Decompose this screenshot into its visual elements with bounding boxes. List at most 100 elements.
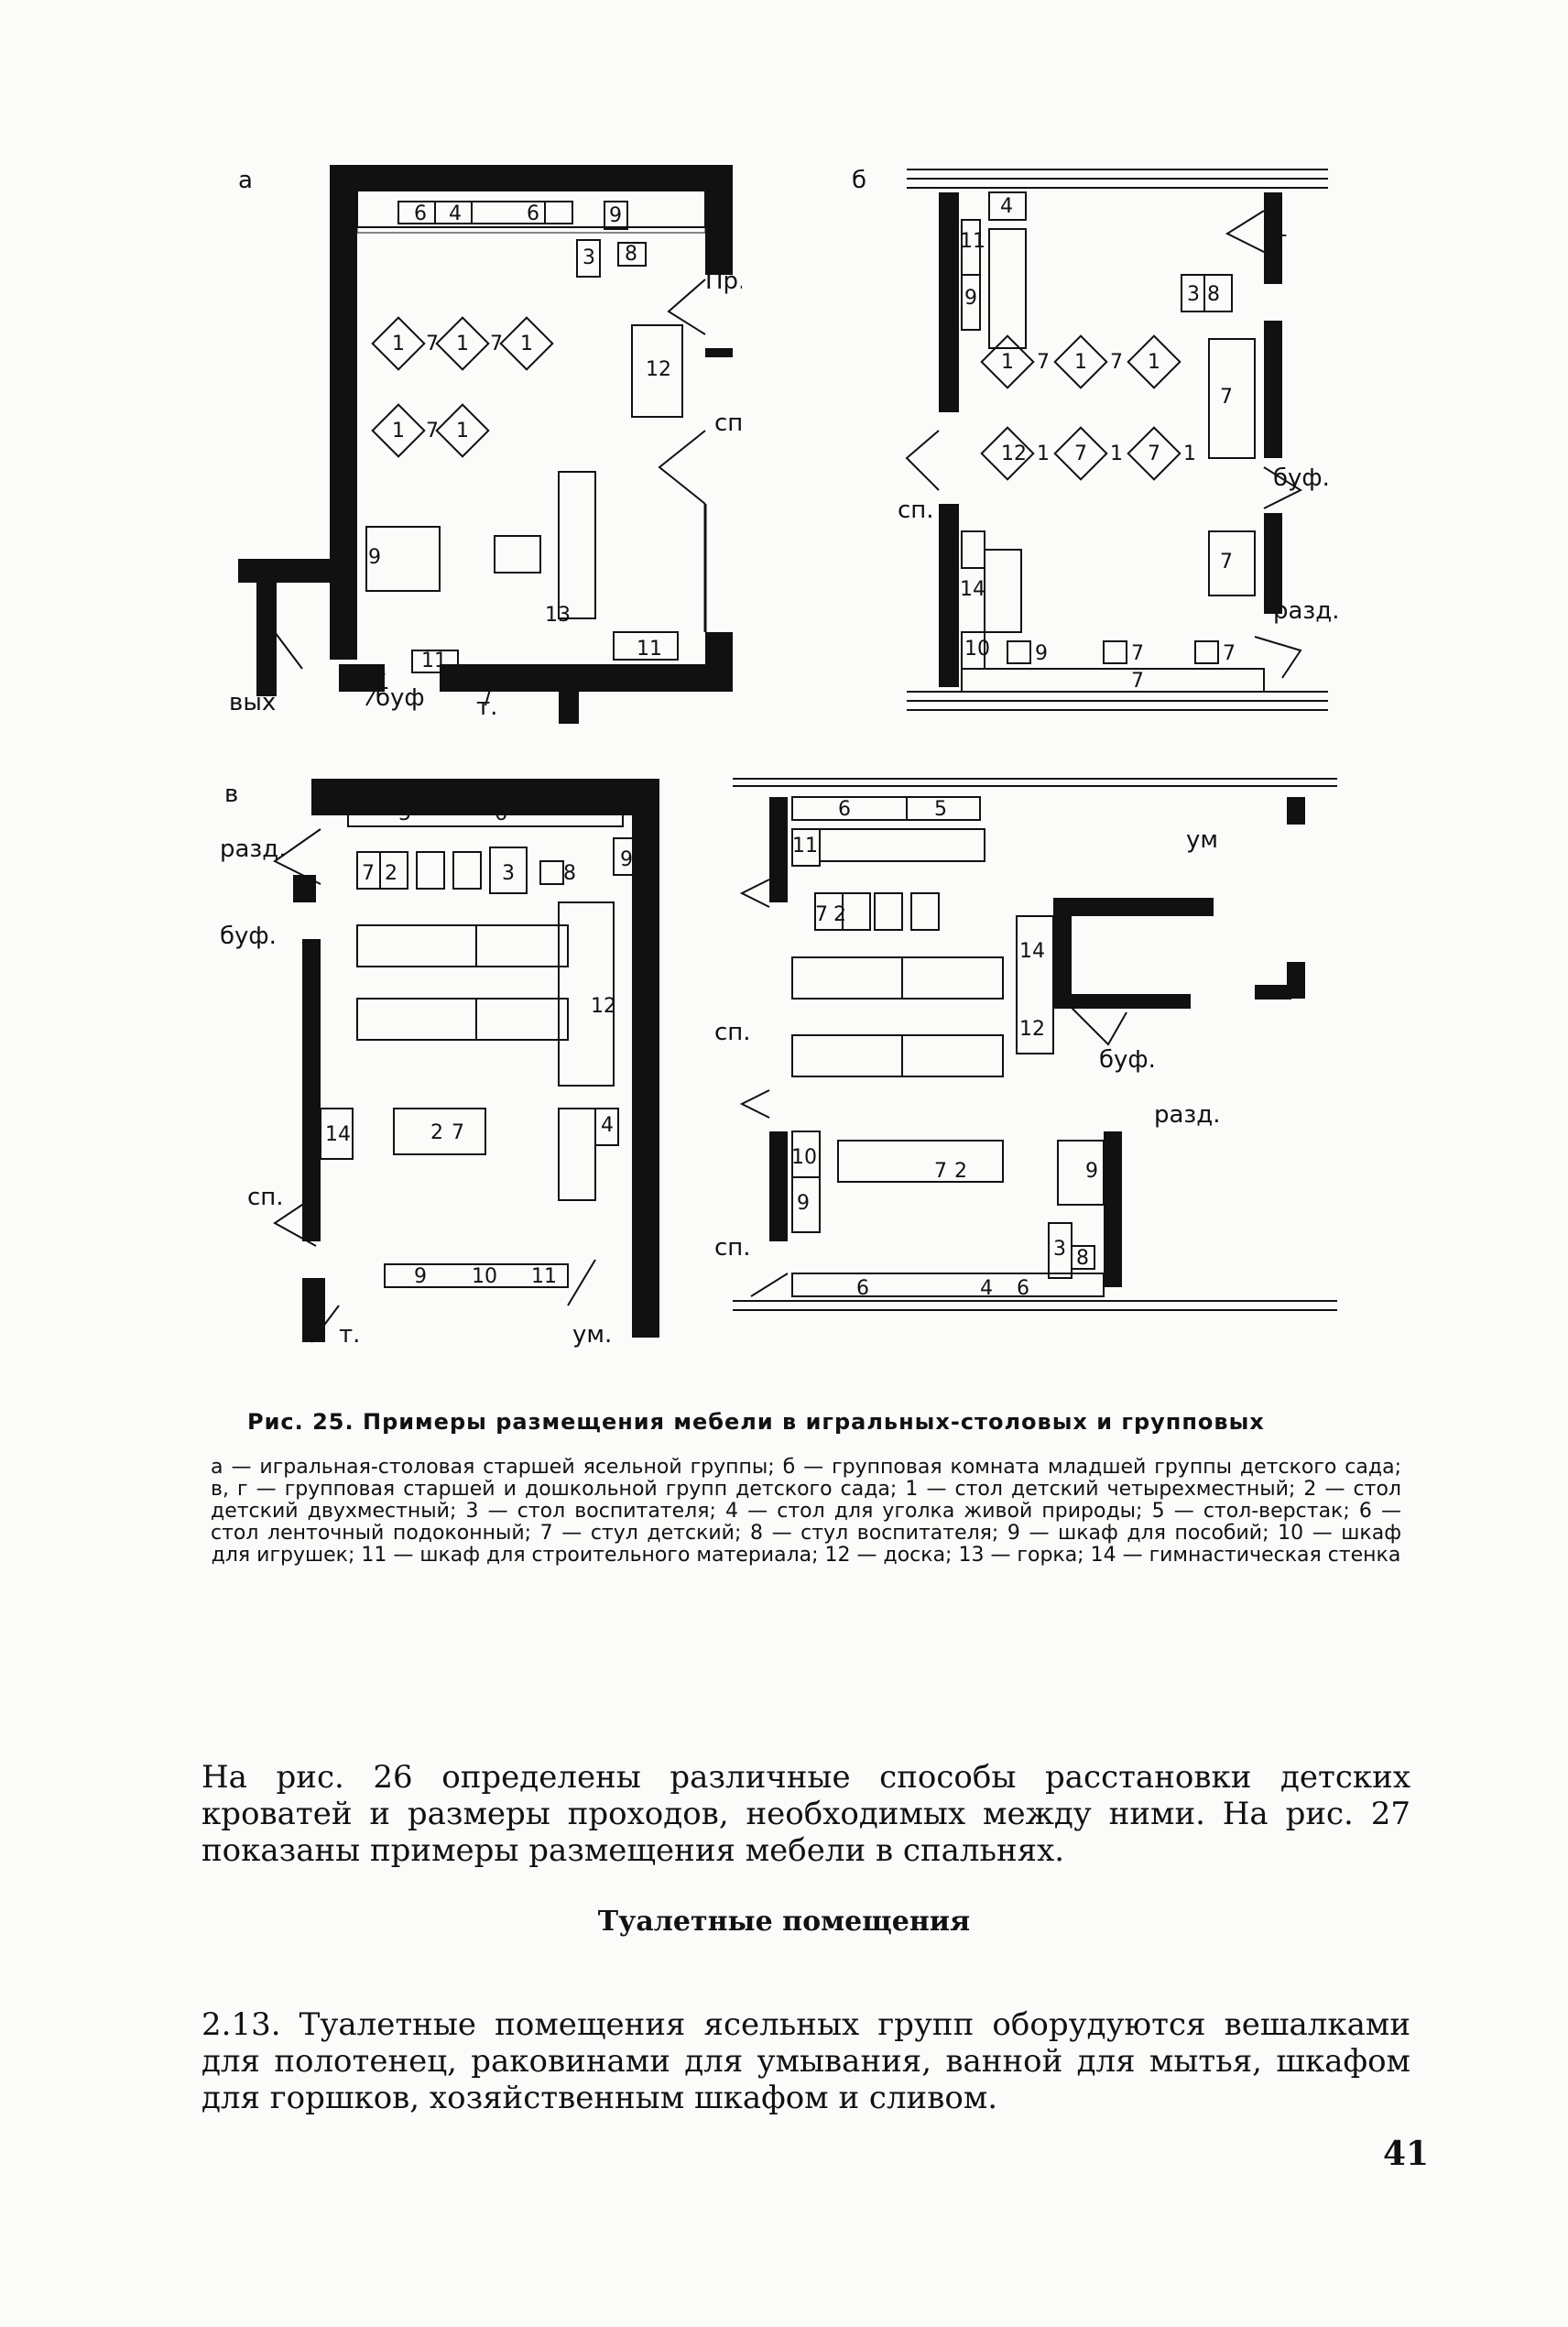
plan-v-num-5: 5 [398,803,411,825]
plan-b-num-7c: 1 [1037,442,1050,465]
plan-a-num-1c: 1 [520,333,533,355]
plan-a-letter: а [238,167,253,194]
plan-b-num-7b: 7 [1110,351,1123,374]
plan-g-label-sp2: сп. [714,1234,751,1262]
plan-v-letter: в [224,781,238,808]
plan-g-num-7b: 7 [934,1160,947,1183]
plan-g-num-2a: 2 [833,903,846,926]
plan-g-label-buf: буф. [1099,1046,1156,1074]
paragraph-213: 2.13. Туалетные помещения ясельных групп… [201,2006,1410,2116]
plan-b-num-9a: 9 [964,287,977,310]
plan-v-num-4: 4 [601,1114,614,1137]
plan-a-num-9a: 9 [609,204,622,227]
plan-a-num-4: 4 [449,202,462,225]
plan-a-num-11b: 11 [637,638,662,661]
plan-b-label-sp: сп. [898,497,934,524]
plan-a-num-6a: 6 [414,202,427,225]
plan-b-num-8: 8 [1207,283,1220,306]
plan-v: в 5 6 7 2 3 8 [220,779,659,1349]
plan-g-label-um: ум [1186,826,1218,854]
plan-v-num-7b: 7 [452,1121,464,1144]
plan-b-label-t: т [1273,226,1287,254]
plan-b-num-1d: 12 [1001,442,1027,465]
figure-plans: а [220,165,1340,1349]
plan-g-num-6c: 6 [1017,1277,1029,1300]
plan-b-num-7g: 7 [1131,642,1144,665]
plan-a: а [229,165,742,724]
plan-g-num-6b: 6 [856,1277,869,1300]
plan-a-num-12: 12 [646,358,671,381]
plan-v-label-t: т. [339,1321,360,1349]
plan-b-num-4: 4 [1000,195,1013,218]
plan-a-label-pr: Пр. [705,268,742,295]
plan-v-label-razd: разд. [220,836,287,863]
plan-v-label-sp: сп. [247,1184,284,1211]
plan-a-num-1e: 1 [456,420,469,442]
plan-a-num-11a: 11 [421,650,447,672]
plan-v-num-3: 3 [502,862,515,885]
plan-v-num-9a: 9 [620,848,633,871]
figure-caption-title: Рис. 25. Примеры размещения мебели в игр… [247,1409,1265,1435]
plan-a-num-1d: 1 [392,420,405,442]
plan-g-num-2b: 2 [954,1160,967,1183]
plan-v-label-um: ум. [572,1321,612,1349]
plan-g-num-8: 8 [1076,1247,1089,1270]
plan-a-num-7c: 7 [426,420,439,442]
plan-b-letter: б [852,167,866,194]
plan-g-label-sp1: сп. [714,1019,751,1046]
plan-g-num-14: 14 [1019,940,1045,963]
plan-b-num-7h: 7 [1223,642,1236,665]
plan-g-num-7a: 7 [815,903,828,926]
plan-v-num-12: 12 [591,995,616,1018]
plan-a-num-1b: 1 [456,333,469,355]
plan-b-num-14: 7 [1220,551,1233,574]
plan-a-label-t: т. [476,694,497,721]
plan-b-num-1f: 7 [1148,442,1160,465]
plan-b-num-7f: 9 [1035,642,1048,665]
plan-v-num-10: 10 [472,1265,497,1288]
plan-g-num-9b: 9 [1085,1160,1098,1183]
plan-g-label-razd: разд. [1154,1101,1221,1129]
plan-a-num-3: 3 [583,246,595,269]
plan-a-num-8: 8 [625,243,637,266]
plan-v-num-2a: 2 [385,862,397,885]
plan-a-num-13: 13 [545,604,571,627]
plan-b-num-9b: 10 [964,638,990,661]
plan-b-num-7d: 1 [1110,442,1123,465]
plan-v-num-9b: 9 [414,1265,427,1288]
paragraph-beds: На рис. 26 определены различные способы … [201,1759,1410,1869]
plan-v-label-buf: буф. [220,923,277,950]
page-number: 41 [1383,2135,1430,2173]
plan-v-num-6: 6 [495,803,507,825]
plan-a-num-6b: 6 [527,202,539,225]
plan-b-num-1c: 1 [1148,351,1160,374]
plan-v-num-8: 8 [563,862,576,885]
plan-g-num-12: 12 [1019,1018,1045,1041]
plan-b-label-buf: буф. [1273,464,1330,492]
plan-a-num-9b: 9 [368,546,381,569]
plan-a-label-buf: буф [376,684,425,712]
section-title: Туалетные помещения [597,1906,971,1938]
plan-b-num-7e: 1 [1183,442,1196,465]
plan-a-label-vyh: вых [229,689,276,716]
plan-g-num-5: 5 [934,798,947,821]
plan-a-num-7a: 7 [426,333,439,355]
plan-v-num-7a: 7 [362,862,375,885]
plan-b-num-12: 7 [1220,386,1233,409]
figure-caption-body: а — игральная-столовая старшей ясельной … [211,1456,1401,1567]
plan-b-num-7a: 7 [1037,351,1050,374]
plan-b-label-razd: разд. [1273,597,1340,625]
plan-g-num-11: 11 [792,835,818,858]
plan-g-num-10: 10 [791,1146,817,1169]
plan-b-num-11a: 11 [960,230,985,253]
plan-g-num-4: 4 [980,1277,993,1300]
plan-v-num-11: 11 [531,1265,557,1288]
plan-g-num-9a: 9 [797,1192,810,1215]
plan-a-label-sp: сп. [714,410,742,437]
plan-b-num-6: 7 [1131,670,1144,693]
plan-a-num-7b: 7 [490,333,503,355]
plan-b-num-3: 3 [1187,283,1200,306]
plan-g: 6 5 11 7 2 14 12 10 9 7 2 9 3 8 6 4 6 ум… [714,778,1337,1311]
plan-b: б [852,167,1340,711]
plan-v-num-2b: 2 [430,1121,443,1144]
